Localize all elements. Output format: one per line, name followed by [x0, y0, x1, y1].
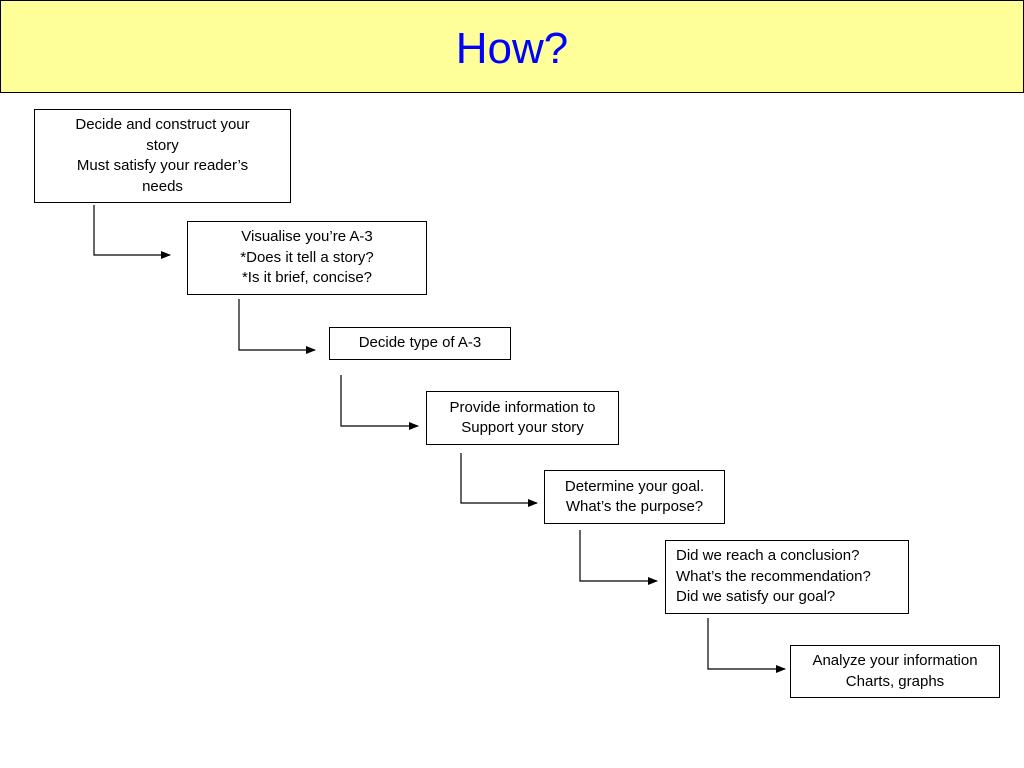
- step-6-line-2: What’s the recommendation?: [676, 567, 871, 585]
- step-5-line-1: Determine your goal.: [564, 477, 705, 495]
- step-3-box: Decide type of A-3: [329, 327, 511, 360]
- step-2-line-3: *Is it brief, concise?: [241, 269, 373, 287]
- connector-arrow-4-to-5: [460, 453, 538, 507]
- step-5-line-2: What’s the purpose?: [565, 498, 704, 515]
- step-7-line-1: Analyze your information: [812, 652, 978, 669]
- step-1-line-4: needs: [142, 177, 183, 195]
- step-1-line-2: story: [146, 136, 179, 154]
- step-1-line-3: Must satisfy your reader’s: [76, 157, 249, 174]
- step-6-line-1: Did we reach a conclusion?: [676, 547, 860, 565]
- connector-arrow-2-to-3: [238, 299, 316, 354]
- step-7-box: Analyze your information Charts, graphs: [790, 645, 1000, 698]
- step-1-line-1: Decide and construct your: [75, 116, 250, 133]
- step-4-line-1: Provide information to: [449, 398, 596, 416]
- step-4-line-2: Support your story: [461, 419, 584, 436]
- step-6-box: Did we reach a conclusion? What’s the re…: [665, 540, 909, 614]
- step-4-box: Provide information to Support your stor…: [426, 391, 619, 445]
- slide-title: How?: [455, 24, 569, 73]
- step-1-box: Decide and construct your story Must sat…: [34, 109, 291, 203]
- step-7-line-2: Charts, graphs: [845, 672, 945, 690]
- step-6-line-3: Did we satisfy our goal?: [676, 588, 836, 606]
- connector-arrow-3-to-4: [340, 375, 419, 430]
- step-2-line-1: Visualise you’re A-3: [241, 228, 373, 246]
- connector-arrow-6-to-7: [707, 618, 786, 673]
- title-bar: How?: [0, 0, 1024, 93]
- step-2-box: Visualise you’re A-3 *Does it tell a sto…: [187, 221, 427, 295]
- step-2-line-2: *Does it tell a story?: [240, 248, 374, 266]
- connector-arrow-5-to-6: [579, 530, 658, 585]
- connector-arrow-1-to-2: [93, 205, 171, 259]
- step-3-line-1: Decide type of A-3: [358, 334, 482, 352]
- step-5-box: Determine your goal. What’s the purpose?: [544, 470, 725, 524]
